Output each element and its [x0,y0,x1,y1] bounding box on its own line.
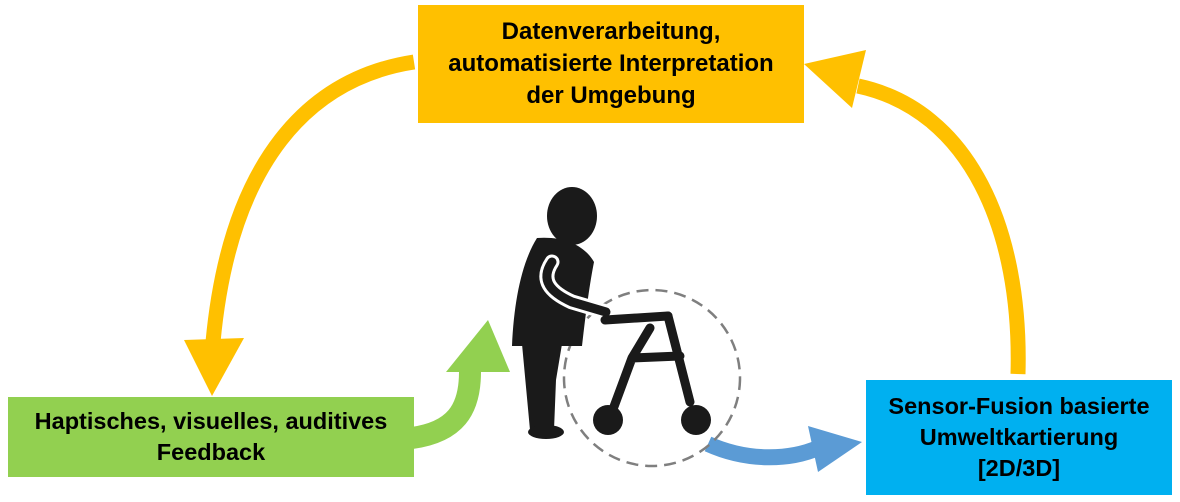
arrow-processing-to-feedback-head [184,338,244,396]
sensing-box: Sensor-Fusion basierte Umweltkartierung … [866,380,1172,495]
walker-wheel-front [593,405,623,435]
arrow-walker-to-sensing-head [808,426,862,472]
arrow-feedback-to-user-head [446,320,510,372]
sensor-range-circle [562,288,742,468]
arrow-sensing-to-processing-head [804,50,866,108]
walker-frame [607,311,695,417]
person-arm [542,257,611,317]
person-foot [528,425,564,439]
walker-wheel-back [681,405,711,435]
feedback-line-1: Haptisches, visuelles, auditives [34,407,388,434]
sensing-line-2: Umweltkartierung [919,423,1119,450]
person-legs [522,344,562,430]
feedback-text: Haptisches, visuelles, auditives Feedbac… [35,406,388,468]
processing-line-3: der Umgebung [526,81,696,109]
person-head [547,187,597,245]
sensing-line-3: [2D/3D] [977,455,1061,481]
feedback-box: Haptisches, visuelles, auditives Feedbac… [8,397,414,477]
feedback-line-2: Feedback [156,439,266,465]
arrow-feedback-to-user-shaft [410,371,481,449]
sensing-line-1: Sensor-Fusion basierte [888,392,1150,419]
arrow-sensing-to-processing-shaft [856,78,1026,375]
processing-box: Datenverarbeitung, automatisierte Interp… [418,5,804,123]
processing-line-2: automatisierte Interpretation [448,50,774,78]
sensing-text: Sensor-Fusion basierte Umweltkartierung … [888,391,1149,484]
arrow-sensing-to-processing [804,50,1026,375]
processing-text: Datenverarbeitung, automatisierte Interp… [448,16,773,111]
processing-line-1: Datenverarbeitung, [501,18,721,46]
arrow-walker-to-sensing [704,426,862,472]
arrow-processing-to-feedback-shaft [205,54,416,343]
arrow-walker-to-sensing-shaft [704,436,822,466]
walker-handle [600,311,673,325]
person-with-walker-icon [512,187,742,468]
arrow-processing-to-feedback [184,54,416,396]
arrow-feedback-to-user [410,320,510,449]
